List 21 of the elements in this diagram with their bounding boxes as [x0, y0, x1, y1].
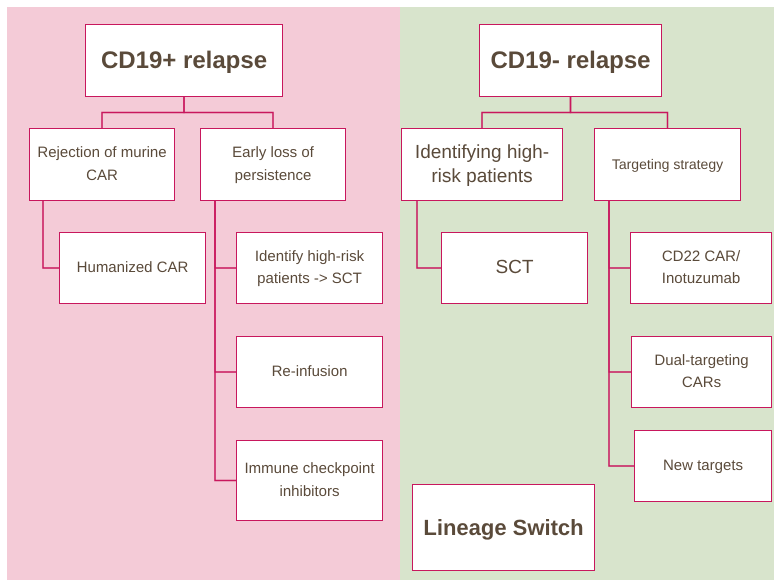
- connector-line: [183, 97, 274, 128]
- text-box: CD19+ relapse: [85, 24, 283, 97]
- text-box: Identify high-risk patients -> SCT: [236, 232, 383, 304]
- text-box: Humanized CAR: [59, 232, 206, 304]
- text-box: CD19- relapse: [479, 24, 662, 97]
- text-box: Immune checkpoint inhibitors: [236, 440, 383, 521]
- text-box: Lineage Switch: [412, 484, 595, 571]
- text-box: Dual-targeting CARs: [631, 336, 772, 408]
- connector-line: [42, 201, 59, 269]
- text-box: CD22 CAR/ Inotuzumab: [630, 232, 772, 304]
- connector-line: [570, 97, 668, 128]
- connector-line: [608, 201, 634, 467]
- text-box: Identifying high-risk patients: [401, 128, 563, 201]
- text-box: Re-infusion: [236, 336, 383, 408]
- text-box: Rejection of murine CAR: [29, 128, 175, 201]
- connector-line: [214, 201, 236, 482]
- text-box: New targets: [634, 430, 772, 502]
- text-box: SCT: [441, 232, 588, 304]
- text-box: Early loss of persistence: [200, 128, 346, 201]
- text-box: Targeting strategy: [594, 128, 741, 201]
- connector-line: [416, 201, 441, 269]
